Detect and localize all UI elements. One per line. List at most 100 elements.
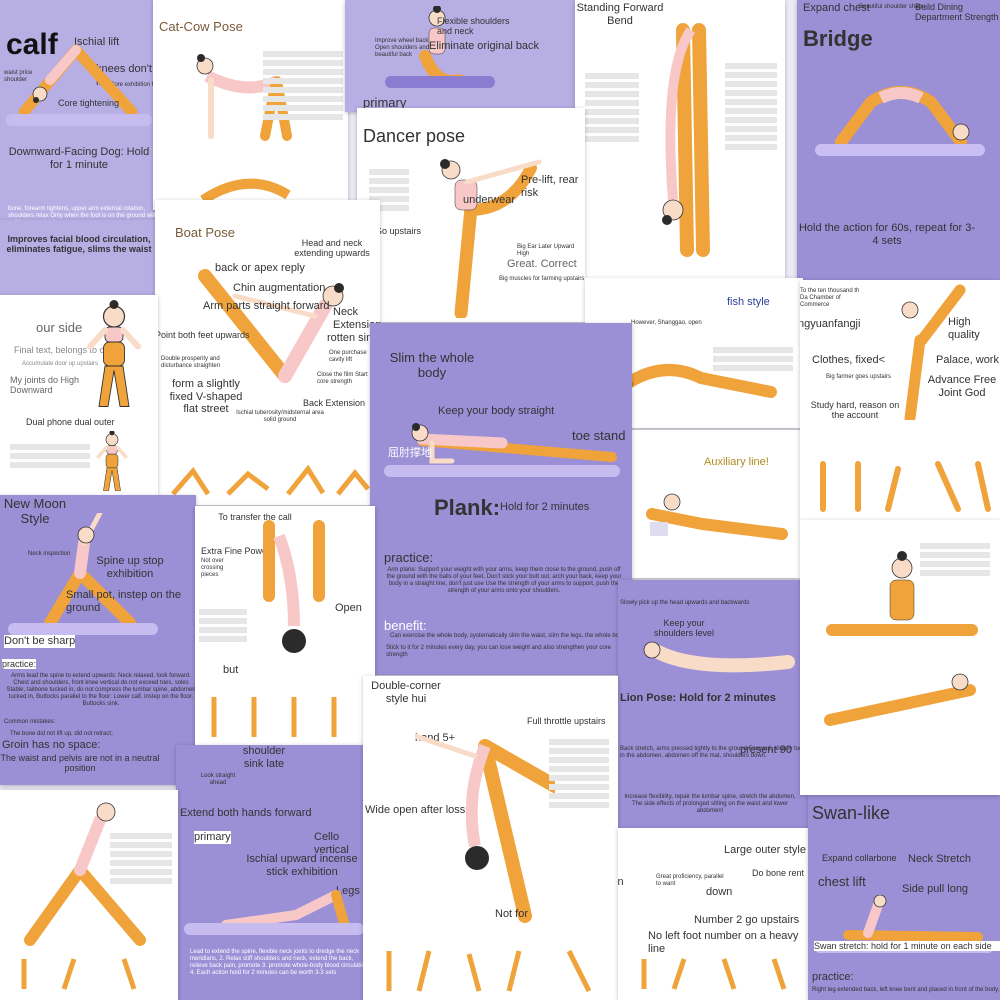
- practice-text: Right leg extended back, left knee bent …: [812, 987, 1000, 993]
- label-build: Build Dining Department Strength: [915, 2, 999, 23]
- card-double-corner: Double-corner style hui Full throttle up…: [363, 676, 618, 1000]
- annotation-lines-left: [585, 70, 639, 145]
- label-core: Core tightening: [58, 98, 120, 108]
- label-joints: My joints do High Downward: [10, 375, 80, 396]
- label-eliminate: Eliminate original back: [429, 40, 540, 52]
- label-prelift: Pre-lift, rear risk: [521, 174, 579, 199]
- card-cat-cow: Cat-Cow Pose: [153, 0, 348, 210]
- card-title: Bridge: [803, 26, 873, 51]
- label-high: High quality: [948, 316, 980, 341]
- card-large-outer: Large outer style Do bone rent Great pro…: [618, 828, 808, 1000]
- card-caption: Swan stretch: hold for 1 minute on each …: [814, 941, 1000, 952]
- practice-heading: practice:: [812, 971, 854, 983]
- label-hold: Hold for 2 minutes: [500, 501, 590, 513]
- label-look: Look straight ahead: [200, 773, 236, 786]
- label-small: Small pot, instep on the ground: [66, 589, 181, 614]
- pigeon-figure: [646, 493, 788, 540]
- label-chin: Chin augmentation: [233, 282, 326, 294]
- label-expand: Expand chest: [803, 2, 870, 14]
- label-cello: Cello vertical: [314, 831, 349, 856]
- cat-cow-figure-2: [200, 178, 291, 205]
- card-boat: Boat Pose Head and neck extending upward…: [155, 200, 380, 505]
- label-ischial-ground: Ischial tuberosity/midsternal area solid…: [236, 410, 324, 423]
- label-open: Open: [335, 602, 362, 614]
- card-our-side: our side Final text, belongs to open Acc…: [0, 295, 158, 495]
- label-advance: Advance Free Joint God: [927, 374, 997, 399]
- label-bigfarmer: Big farmer goes upstairs: [826, 374, 892, 380]
- card-title: Lion Pose: Hold for 2 minutes: [620, 692, 776, 704]
- label-form: form a slightly fixed V-shaped flat stre…: [169, 378, 243, 416]
- label-arm: Arm parts straight forward: [203, 300, 330, 312]
- label-ourside: our side: [36, 320, 83, 335]
- card-facial: Improves facial blood circulation, elimi…: [0, 220, 158, 300]
- practice-text: Arm plane: Support your weight with your…: [386, 567, 622, 594]
- card-title: Cat-Cow Pose: [159, 19, 243, 34]
- mini-sequence: [211, 697, 337, 737]
- label-final: Final text, belongs to open: [14, 345, 120, 355]
- card-lion: Slowly pick up the head upwards and back…: [618, 580, 808, 830]
- label-palace: Palace, work: [936, 354, 999, 366]
- mistake-waist: The waist and pelvis are not in a neutra…: [0, 753, 160, 774]
- new-moon-figure: [44, 513, 136, 629]
- label-back-apex: back or apex reply: [215, 262, 305, 274]
- card-auxiliary: Auxiliary line!: [628, 430, 800, 578]
- plank-figure: [411, 423, 617, 464]
- mistake-bone: The bone did not lift up, did not retrac…: [10, 731, 113, 737]
- seated-figure: [84, 299, 144, 409]
- label-toestand: toe stand: [572, 428, 626, 443]
- label-bigear: Big Ear Later Upward High: [517, 244, 575, 257]
- boat-figure: [198, 269, 344, 383]
- annotation-lines: [713, 344, 793, 374]
- label-notfor: Not for: [495, 908, 529, 920]
- label-flexible: Flexible shoulders and neck: [437, 16, 510, 37]
- card-swan: Swan-like Expand collarbone Neck Stretch…: [808, 795, 1000, 1000]
- card-title: Standing Forward Bend: [576, 2, 664, 27]
- label-primary: primary: [363, 95, 407, 110]
- label-present: present 90: [740, 744, 792, 756]
- card-standing-forward-bend: Standing Forward Bend: [575, 0, 785, 282]
- annotation-lines: [725, 60, 777, 153]
- card-title: calf: [6, 28, 58, 61]
- label-full: Full throttle upstairs: [527, 716, 606, 726]
- label-ischial: Ischial lift: [74, 36, 120, 48]
- label-back: Back stretch, arms pressed tightly to th…: [620, 746, 806, 759]
- label-ischial: Ischial upward incense stick exhibition: [246, 853, 358, 878]
- label-direction: direction: [618, 876, 624, 888]
- label-keep: Keep your shoulders level: [653, 618, 715, 639]
- swan-figure: [843, 895, 983, 942]
- label-close: Close the film Start core strength: [317, 372, 368, 385]
- label-elbow: 屈肘撑地: [388, 447, 432, 459]
- card-title: fish style: [727, 296, 770, 308]
- label-rotten: rotten sink: [327, 332, 378, 344]
- wide-leg-figure: [415, 733, 555, 923]
- card-plank: Slim the whole body Keep your body strai…: [370, 323, 632, 675]
- mistakes-heading: Common mistakes:: [4, 719, 56, 725]
- stick-text: Stick to it for 2 minutes every day, you…: [386, 645, 612, 658]
- card-extend: shoulder sink late Look straight ahead E…: [176, 745, 370, 1000]
- annotation-lines: [920, 540, 990, 579]
- label-dont: Don't be sharp: [4, 635, 76, 648]
- label-neck: Neck inspection: [28, 551, 71, 557]
- label-shoulder: shoulder sink late: [242, 745, 286, 770]
- card-shoulders: Flexible shoulders and neck Eliminate or…: [345, 0, 575, 112]
- label-large: Large outer style: [724, 844, 806, 856]
- label-spine: Spine up stop exhibition: [96, 555, 164, 580]
- card-title: New Moon Style: [3, 496, 67, 526]
- annotation-lines: [110, 830, 172, 887]
- mini-sequence: [171, 464, 370, 496]
- label-but: but: [223, 664, 239, 676]
- side-split-figure: [824, 673, 976, 726]
- yoga-mat: [184, 923, 364, 935]
- label-beautiful: Beautiful shoulder shape: [859, 4, 926, 10]
- card-transfer: To transfer the call Extra Fine Powder N…: [195, 506, 375, 746]
- practice-heading: practice:: [2, 659, 37, 670]
- downward-dog-figure: [18, 44, 138, 118]
- yoga-mat: [6, 114, 152, 126]
- mini-sequence: [386, 949, 592, 993]
- forward-fold-figure: [263, 520, 325, 653]
- bridge-figure: [835, 86, 970, 148]
- practice-text: Lead to extend the spine, flexible neck …: [190, 949, 369, 976]
- benefit-heading: benefit:: [384, 618, 427, 633]
- label-dual: Dual phone dual outer: [26, 417, 115, 427]
- mistake-groin: Groin has no space:: [2, 739, 101, 751]
